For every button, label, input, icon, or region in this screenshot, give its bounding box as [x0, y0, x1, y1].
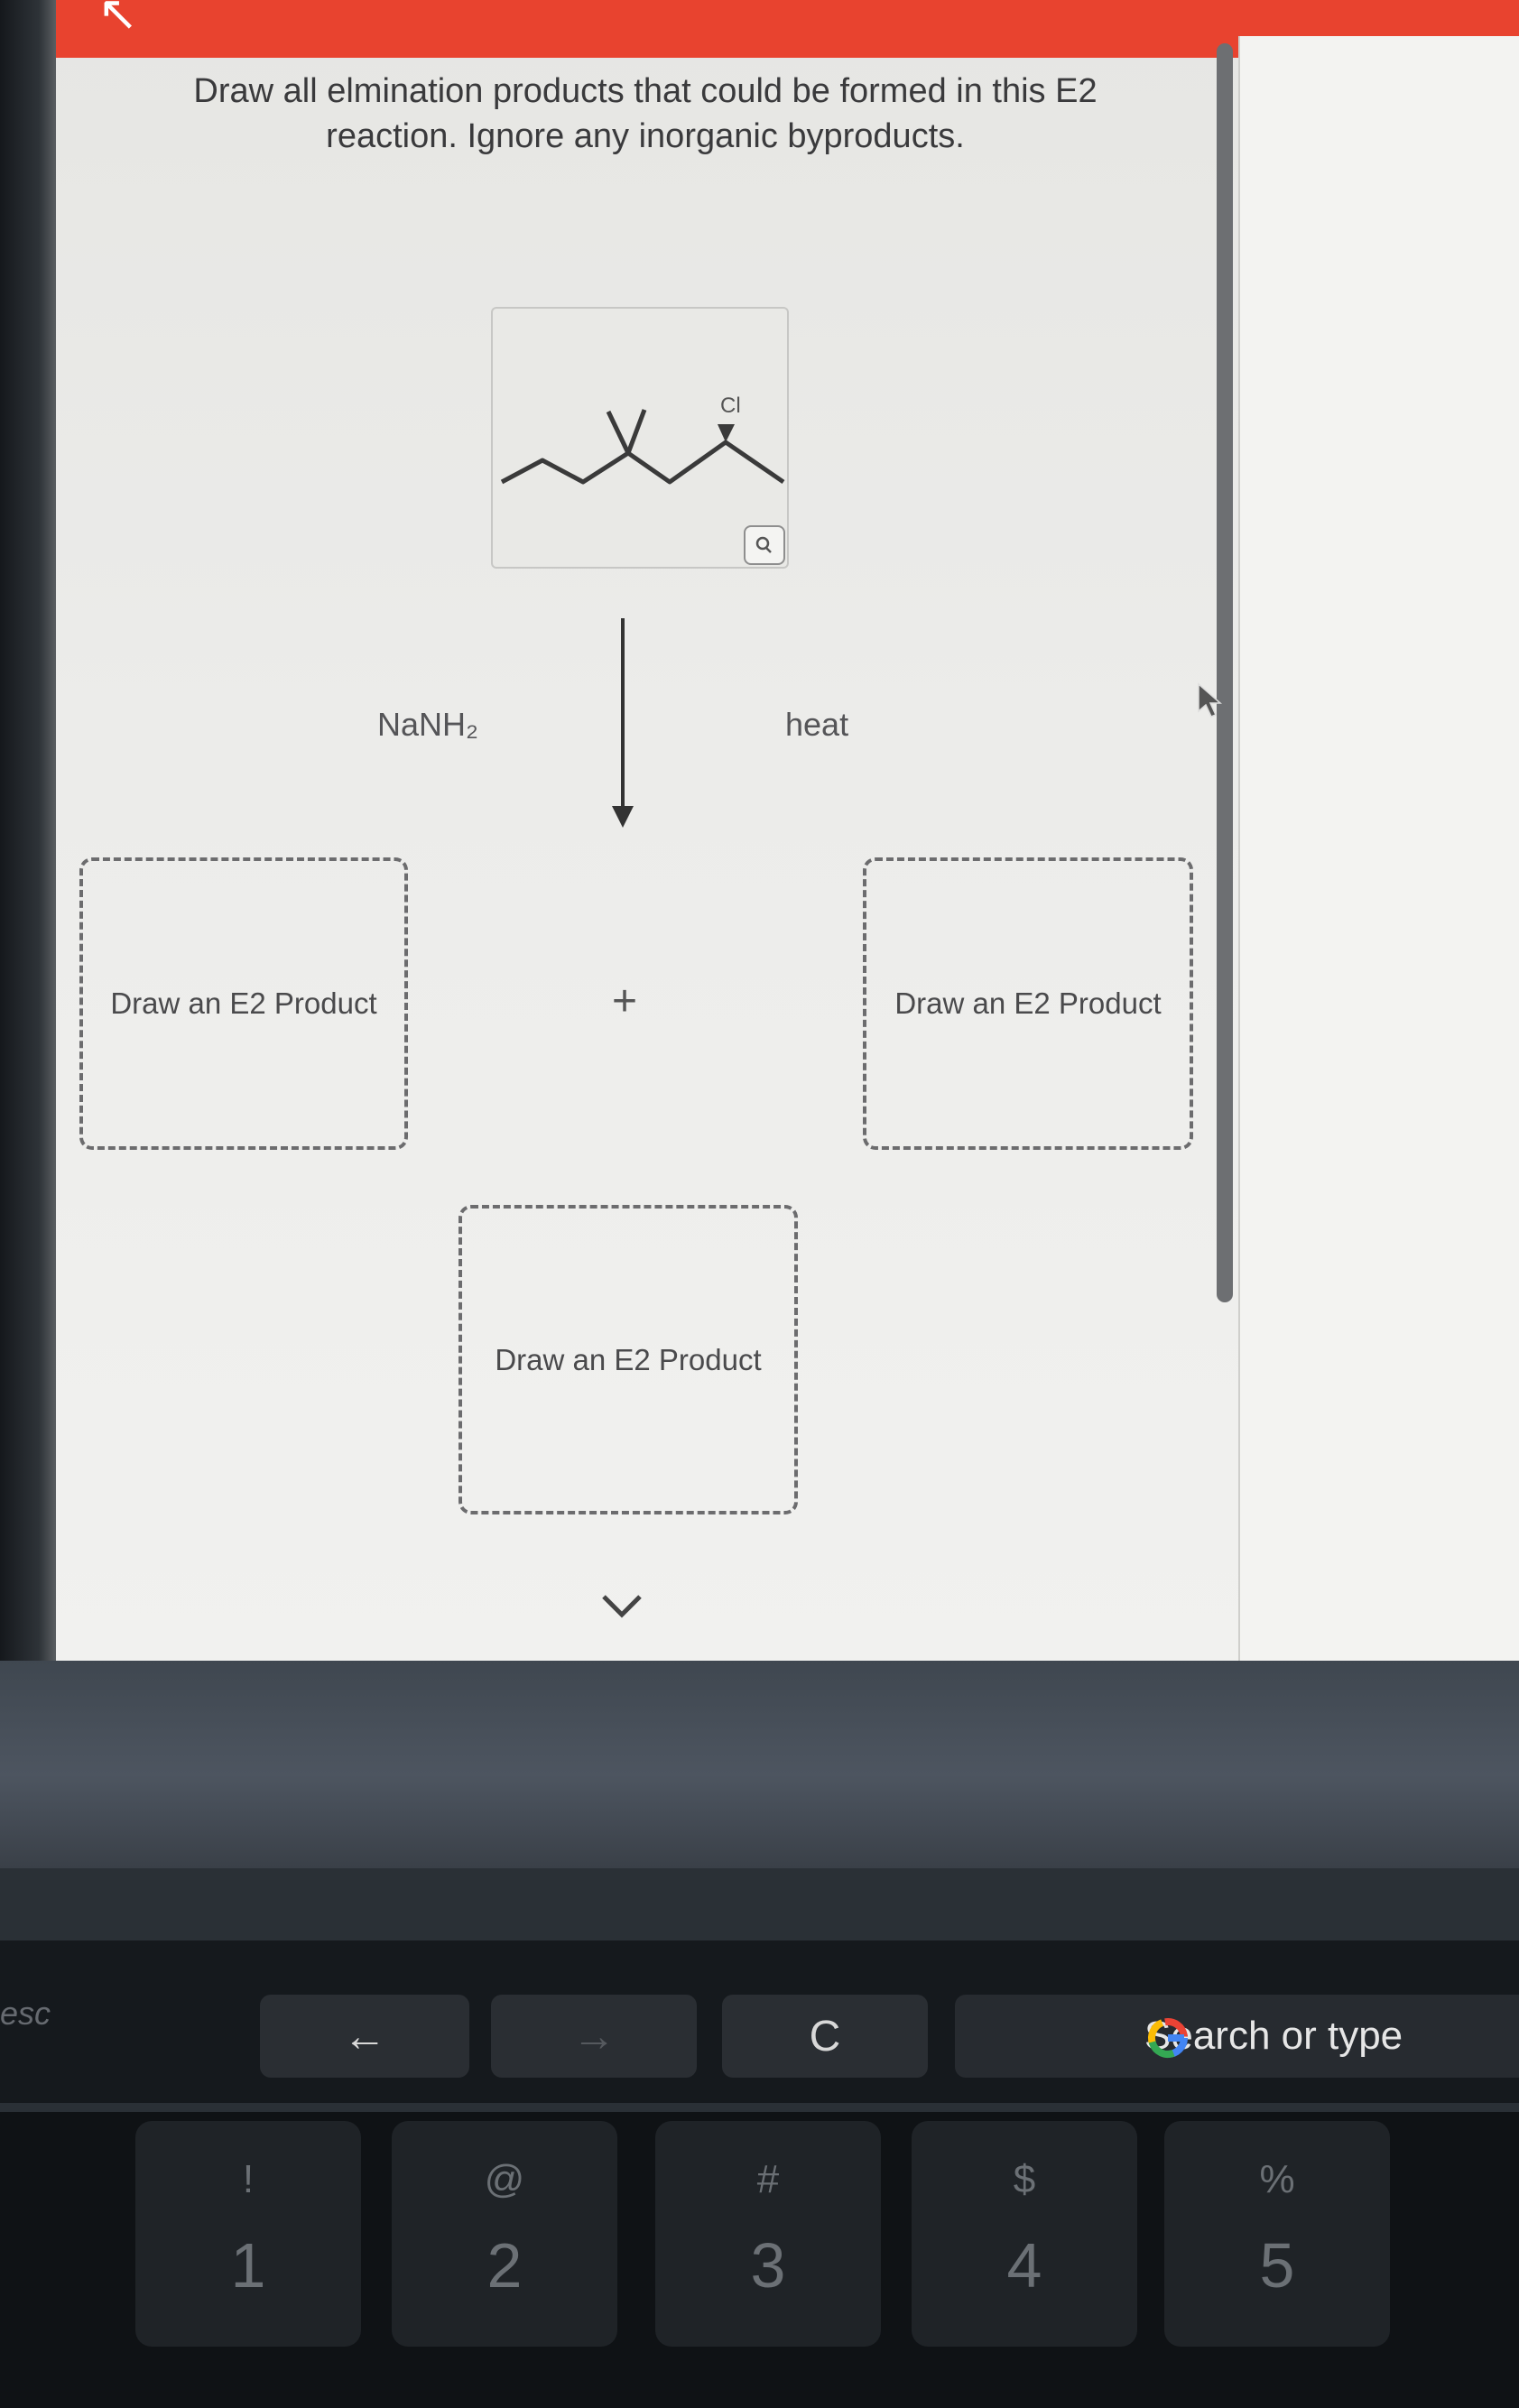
key-1-symbol: ! — [242, 2157, 255, 2201]
magnifier-icon — [755, 536, 772, 553]
reaction-arrow — [612, 618, 634, 828]
back-icon[interactable]: ↖ — [97, 0, 139, 41]
laptop-screen: ↖ Draw all elmination products that coul… — [0, 0, 1519, 1661]
product-box-2-label: Draw an E2 Product — [894, 986, 1162, 1020]
product-box-1[interactable]: Draw an E2 Product — [79, 857, 408, 1150]
laptop-hinge — [0, 1661, 1519, 1868]
chevron-down-icon[interactable] — [599, 1592, 644, 1619]
key-3-symbol: # — [756, 2157, 780, 2201]
key-1[interactable]: ! 1 — [135, 2121, 361, 2347]
question-line-2: reaction. Ignore any inorganic byproduct… — [326, 117, 965, 155]
screen-bezel — [0, 0, 56, 1661]
key-5-symbol: % — [1259, 2157, 1295, 2201]
product-box-3[interactable]: Draw an E2 Product — [458, 1205, 798, 1514]
reagent-base: NaNH₂ — [377, 706, 478, 743]
arrow-left-icon: ← — [343, 2012, 386, 2061]
google-icon — [1148, 2018, 1188, 2058]
key-2-number: 2 — [486, 2230, 523, 2301]
key-2-symbol: @ — [484, 2157, 525, 2201]
touchbar-search-field[interactable]: Search or type — [955, 1995, 1519, 2078]
key-3[interactable]: # 3 — [655, 2121, 881, 2347]
reagent-condition: heat — [785, 706, 849, 743]
product-box-1-label: Draw an E2 Product — [110, 986, 377, 1020]
key-5-number: 5 — [1259, 2230, 1295, 2301]
touchbar-reload-button[interactable]: C — [722, 1995, 928, 2078]
touchbar-back-button[interactable]: ← — [260, 1995, 469, 2078]
right-side-panel — [1238, 36, 1519, 1661]
key-4[interactable]: $ 4 — [912, 2121, 1137, 2347]
reactant-skeletal-structure: Cl — [500, 394, 785, 485]
scrollbar[interactable] — [1217, 43, 1233, 1302]
chlorine-label: Cl — [720, 394, 741, 418]
zoom-button[interactable] — [744, 525, 785, 565]
plus-sign: + — [612, 977, 638, 1025]
touchbar-forward-button[interactable]: → — [491, 1995, 697, 2078]
esc-key[interactable]: esc — [0, 1995, 51, 2032]
product-box-3-label: Draw an E2 Product — [495, 1342, 762, 1376]
key-3-number: 3 — [750, 2230, 786, 2301]
product-box-2[interactable]: Draw an E2 Product — [863, 857, 1193, 1150]
key-2[interactable]: @ 2 — [392, 2121, 617, 2347]
key-4-symbol: $ — [1013, 2157, 1036, 2201]
reactant-structure-box[interactable]: Cl — [491, 307, 789, 569]
arrow-right-icon: → — [572, 2012, 616, 2061]
question-line-1: Draw all elmination products that could … — [193, 72, 1098, 110]
key-5[interactable]: % 5 — [1164, 2121, 1390, 2347]
reload-icon: C — [809, 2012, 841, 2061]
mouse-cursor-icon — [1198, 682, 1222, 718]
question-text: Draw all elmination products that could … — [135, 69, 1155, 159]
key-4-number: 4 — [1006, 2230, 1042, 2301]
key-1-number: 1 — [230, 2230, 266, 2301]
